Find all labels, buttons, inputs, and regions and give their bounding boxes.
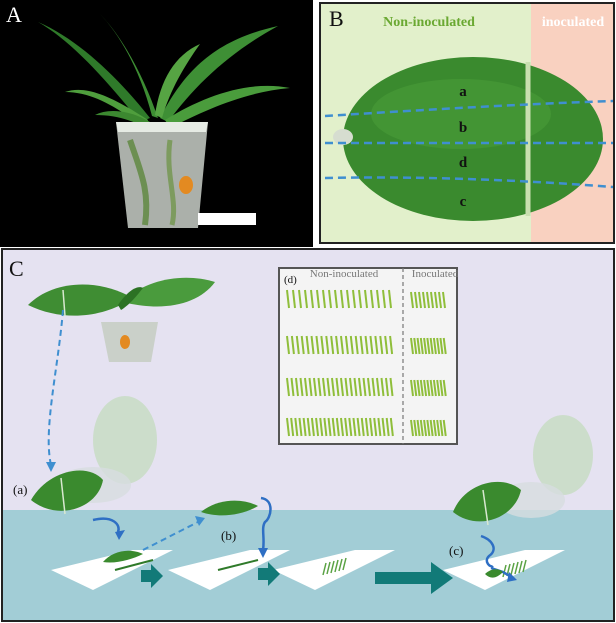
clear-plastic-pot bbox=[116, 122, 208, 228]
stripe-c-label: c bbox=[460, 194, 467, 210]
panel-a-label: A bbox=[6, 4, 22, 26]
stripe-d-label: d bbox=[459, 155, 468, 171]
panel-c-workflow: (a) bbox=[1, 248, 615, 622]
panel-a-orchid-photo: A bbox=[0, 0, 313, 247]
inoculated-header: inoculated bbox=[542, 15, 604, 30]
dashed-arrow-1 bbox=[49, 310, 63, 465]
inset-non-inoculated-header: Non-inoculated bbox=[310, 268, 379, 280]
leaf-section-diagram: Non-inoculated inoculated a b d c bbox=[321, 4, 613, 242]
workflow-diagram: (a) bbox=[3, 250, 613, 620]
inset-inoculated-header: Inoculated bbox=[412, 268, 459, 280]
stripe-a-label: a bbox=[459, 84, 467, 100]
orchid-leaves bbox=[38, 14, 290, 130]
non-inoculated-header: Non-inoculated bbox=[383, 15, 475, 30]
culture-jar-2 bbox=[453, 415, 593, 525]
step-a-label: (a) bbox=[13, 482, 27, 497]
panel-b-leaf-sectioning: Non-inoculated inoculated a b d c B bbox=[319, 2, 615, 244]
step-b-label: (b) bbox=[221, 528, 236, 543]
inset-d-leaf-strips: (d) Non-inoculated Inoculated bbox=[279, 268, 459, 444]
orchid-plant-icon bbox=[28, 278, 215, 362]
orchid-in-pot-illustration bbox=[0, 0, 313, 247]
step-c-label: (c) bbox=[449, 543, 463, 558]
scale-bar bbox=[198, 213, 256, 225]
panel-b-label: B bbox=[329, 8, 344, 30]
panel-c-label: C bbox=[9, 258, 24, 280]
stripe-b-label: b bbox=[459, 120, 467, 136]
inset-d-label: (d) bbox=[284, 274, 297, 286]
